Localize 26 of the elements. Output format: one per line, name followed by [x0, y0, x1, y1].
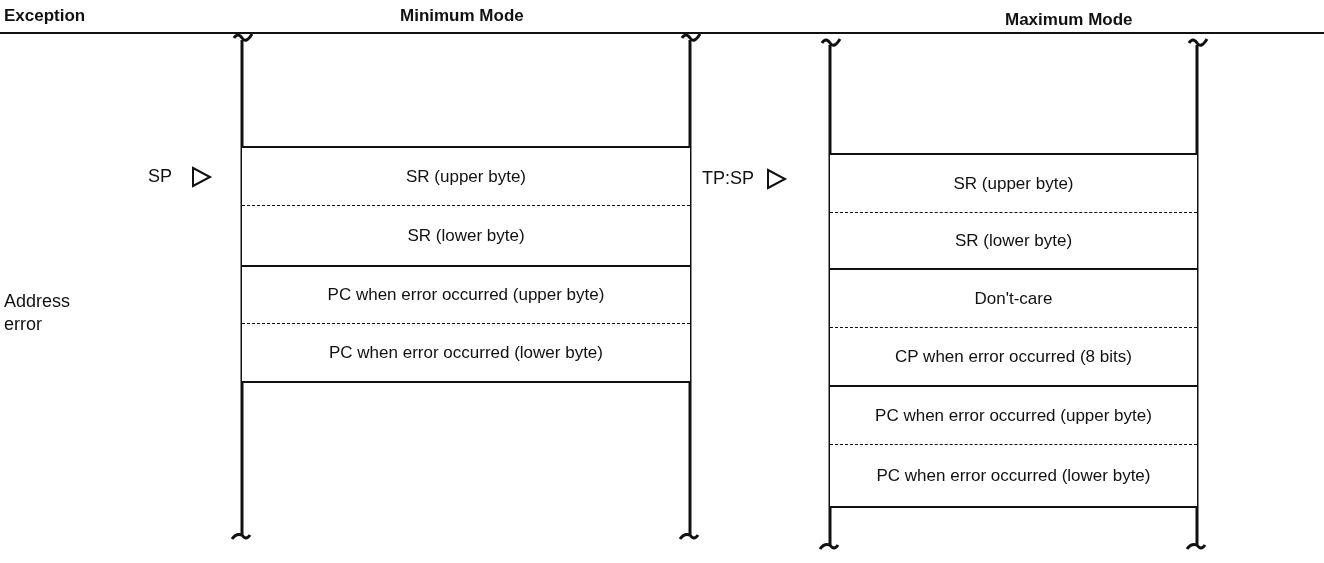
- stack-cell: [242, 205, 690, 265]
- stack-cell: [242, 265, 690, 323]
- stack-pointer-label: SP: [148, 166, 172, 187]
- stack-cell: [830, 444, 1197, 508]
- column-heading: Exception: [4, 6, 86, 26]
- cell-text: SR (lower byte): [954, 230, 1073, 251]
- stack-cell: [830, 385, 1197, 444]
- stack-cell: [242, 146, 690, 205]
- cell-text: Don't-care: [974, 288, 1053, 309]
- stack-cell: [830, 153, 1197, 212]
- column-heading: Minimum Mode: [400, 6, 524, 26]
- exception-label: Address error: [4, 290, 72, 336]
- stack-pointer-label: TP:SP: [702, 168, 754, 189]
- stack-cell: [830, 327, 1197, 385]
- cell-text: PC when error occurred (lower byte): [329, 342, 603, 363]
- cell-text: SR (upper byte): [953, 173, 1074, 194]
- stack-cell: [830, 212, 1197, 268]
- cell-text: PC when error occurred (upper byte): [327, 285, 605, 305]
- cell-text: SR (upper byte): [406, 166, 526, 187]
- stack-cell: [830, 268, 1197, 327]
- cell-text: SR (lower byte): [407, 225, 525, 246]
- cell-text: PC when error occurred (upper byte): [875, 405, 1152, 426]
- cell-text: PC when error occurred (lower byte): [876, 465, 1151, 486]
- column-heading: Maximum Mode: [1005, 10, 1133, 30]
- stack-cell: [242, 323, 690, 383]
- cell-text: CP when error occurred (8 bits): [895, 346, 1132, 367]
